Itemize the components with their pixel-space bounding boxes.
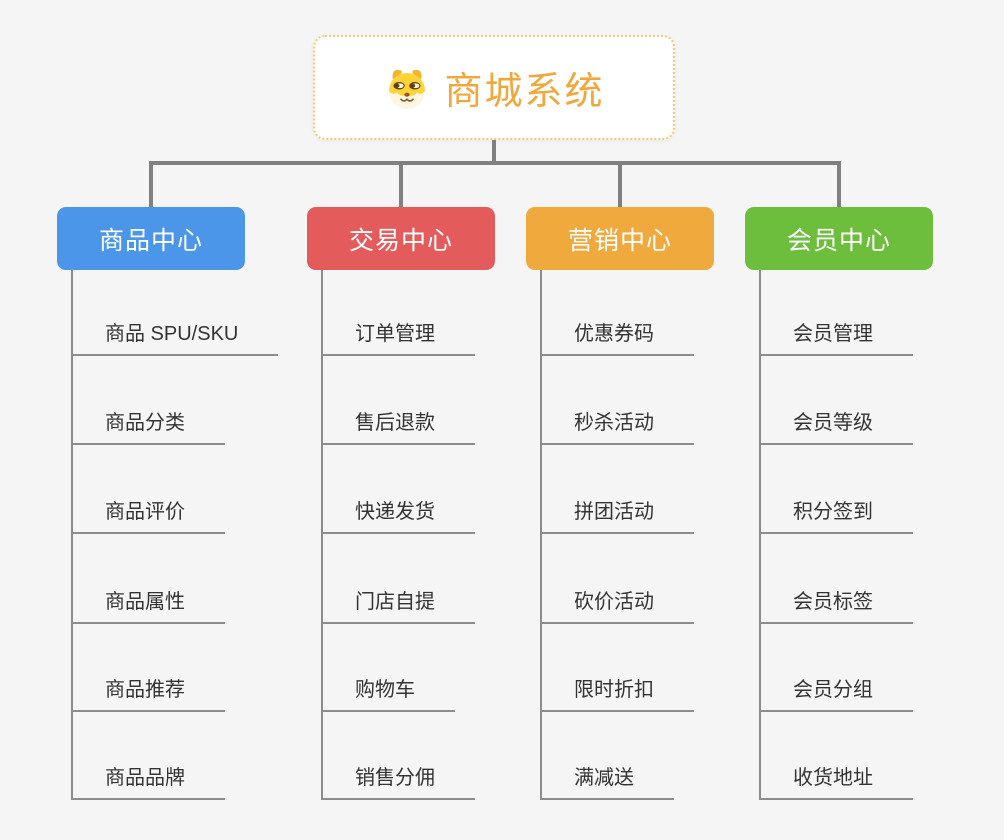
- connector-drop-member: [837, 161, 841, 208]
- trunk-line-product: [71, 270, 73, 800]
- leaf-node[interactable]: 订单管理: [321, 316, 475, 356]
- leaf-node[interactable]: 商品 SPU/SKU: [71, 316, 279, 356]
- branch-header-member-center[interactable]: 会员中心: [745, 207, 933, 270]
- trunk-line-trade: [321, 270, 323, 800]
- leaf-node[interactable]: 购物车: [321, 672, 455, 712]
- leaf-node[interactable]: 门店自提: [321, 584, 475, 624]
- branch-header-marketing-center[interactable]: 营销中心: [526, 207, 714, 270]
- leaf-node[interactable]: 商品推荐: [71, 672, 225, 712]
- leaf-node[interactable]: 商品评价: [71, 494, 225, 534]
- shiba-dog-icon: [389, 69, 426, 109]
- root-node-mall-system[interactable]: 商城系统: [313, 35, 675, 140]
- leaf-node[interactable]: 优惠券码: [540, 316, 694, 356]
- connector-horizontal: [149, 161, 841, 165]
- leaf-node[interactable]: 会员标签: [759, 584, 913, 624]
- leaf-node[interactable]: 满减送: [540, 760, 674, 800]
- leaf-node[interactable]: 快递发货: [321, 494, 475, 534]
- branch-header-trade-center[interactable]: 交易中心: [307, 207, 495, 270]
- leaf-node[interactable]: 积分签到: [759, 494, 913, 534]
- leaf-node[interactable]: 砍价活动: [540, 584, 694, 624]
- leaf-node[interactable]: 收货地址: [759, 760, 913, 800]
- connector-drop-product: [149, 161, 153, 208]
- root-title: 商城系统: [444, 71, 605, 113]
- leaf-node[interactable]: 限时折扣: [540, 672, 694, 712]
- connector-drop-marketing: [618, 161, 622, 208]
- leaf-node[interactable]: 秒杀活动: [540, 405, 694, 445]
- leaf-node[interactable]: 商品品牌: [71, 760, 225, 800]
- leaf-node[interactable]: 会员分组: [759, 672, 913, 712]
- branch-header-product-center[interactable]: 商品中心: [57, 207, 245, 270]
- leaf-node[interactable]: 销售分佣: [321, 760, 475, 800]
- leaf-node[interactable]: 拼团活动: [540, 494, 694, 534]
- trunk-line-member: [759, 270, 761, 800]
- leaf-node[interactable]: 商品分类: [71, 405, 225, 445]
- leaf-node[interactable]: 会员等级: [759, 405, 913, 445]
- connector-drop-trade: [399, 161, 403, 208]
- connector-root-stem: [492, 140, 496, 163]
- leaf-node[interactable]: 商品属性: [71, 584, 225, 624]
- leaf-node[interactable]: 会员管理: [759, 316, 913, 356]
- trunk-line-marketing: [540, 270, 542, 800]
- leaf-node[interactable]: 售后退款: [321, 405, 475, 445]
